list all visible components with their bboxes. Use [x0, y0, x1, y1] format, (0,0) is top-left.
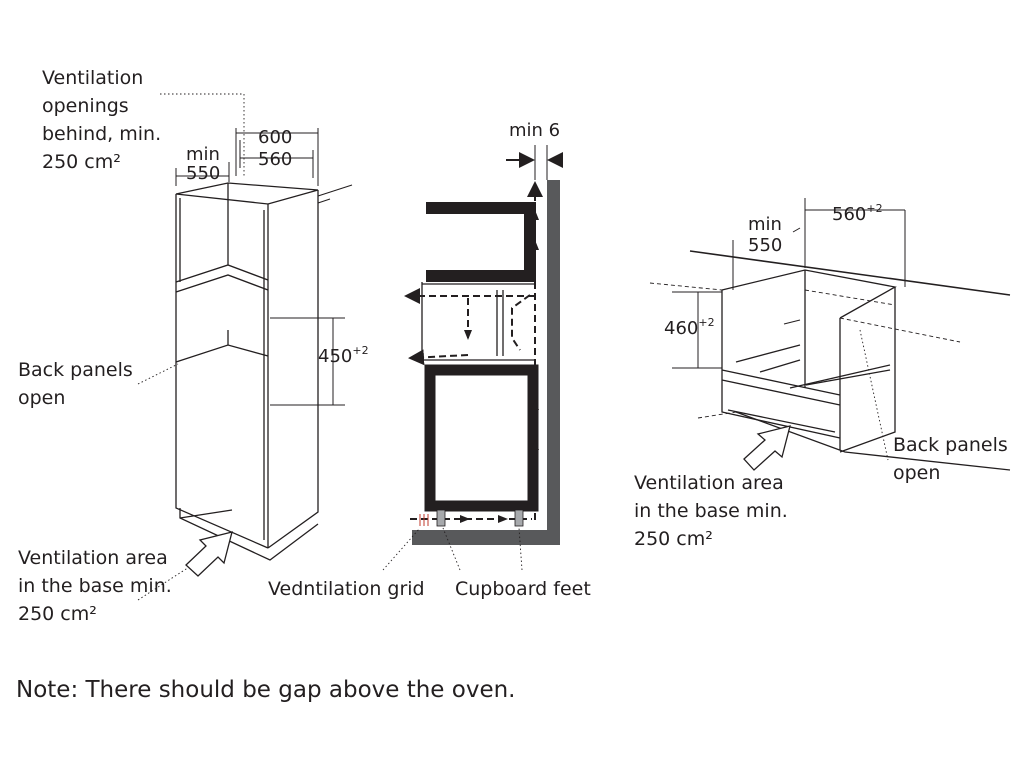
under-counter-drawing	[721, 269, 1011, 471]
dim-450: 450+2	[318, 344, 369, 367]
oven-internals	[421, 282, 535, 361]
ventilation-arrow-left	[185, 531, 233, 577]
cupboard-foot	[514, 509, 524, 527]
min-tall-label: min	[186, 144, 220, 165]
min6-label: min 6	[509, 120, 561, 141]
vent-base-left-1: Ventilation area	[18, 547, 168, 569]
back-panels-left-1: Back panels	[18, 359, 133, 381]
vent-behind-label-1: Ventilation	[42, 67, 144, 89]
vent-grid-label: Vedntilation grid	[268, 578, 425, 600]
under-counter-dimensions	[672, 198, 906, 369]
ventilation-arrow-right	[743, 425, 791, 471]
cupboard-feet-label: Cupboard feet	[455, 578, 591, 600]
airflow-path	[404, 181, 543, 520]
upper-compartment	[426, 202, 536, 282]
dim-560-right: 560+2	[832, 202, 883, 225]
worktop	[689, 250, 1011, 296]
under-counter-dashed	[649, 282, 961, 419]
vent-base-left-2: in the base min.	[18, 575, 172, 597]
vent-behind-label-4: 250 cm²	[42, 151, 121, 173]
vent-base-right-1: Ventilation area	[634, 472, 784, 494]
oven-box	[424, 364, 539, 512]
back-panels-left-2: open	[18, 387, 66, 409]
vent-behind-label-2: openings	[42, 95, 129, 117]
vent-base-right-3: 250 cm²	[634, 528, 713, 550]
back-panels-right-1: Back panels	[893, 434, 1008, 456]
dim-460: 460+2	[664, 316, 715, 339]
back-panels-right-2: open	[893, 462, 941, 484]
leader-lines-right	[859, 329, 889, 461]
leader-lines-middle	[382, 527, 523, 571]
vent-base-right-2: in the base min.	[634, 500, 788, 522]
cupboard-foot	[436, 509, 446, 527]
tall-cabinet-drawing	[175, 182, 319, 561]
tall-cabinet-dimensions	[175, 128, 353, 406]
airflow-arrowheads	[460, 210, 539, 523]
min-tall-value: 550	[186, 163, 221, 184]
vent-base-left-3: 250 cm²	[18, 603, 97, 625]
dim-560: 560	[258, 149, 293, 170]
min-under-label: min	[748, 214, 782, 235]
min-under-value: 550	[748, 235, 783, 256]
min6-dimension	[534, 145, 548, 180]
dim-600: 600	[258, 127, 293, 148]
installation-note: Note: There should be gap above the oven…	[16, 677, 516, 703]
vent-behind-label-3: behind, min.	[42, 123, 162, 145]
ventilation-grid-lines	[419, 514, 429, 526]
